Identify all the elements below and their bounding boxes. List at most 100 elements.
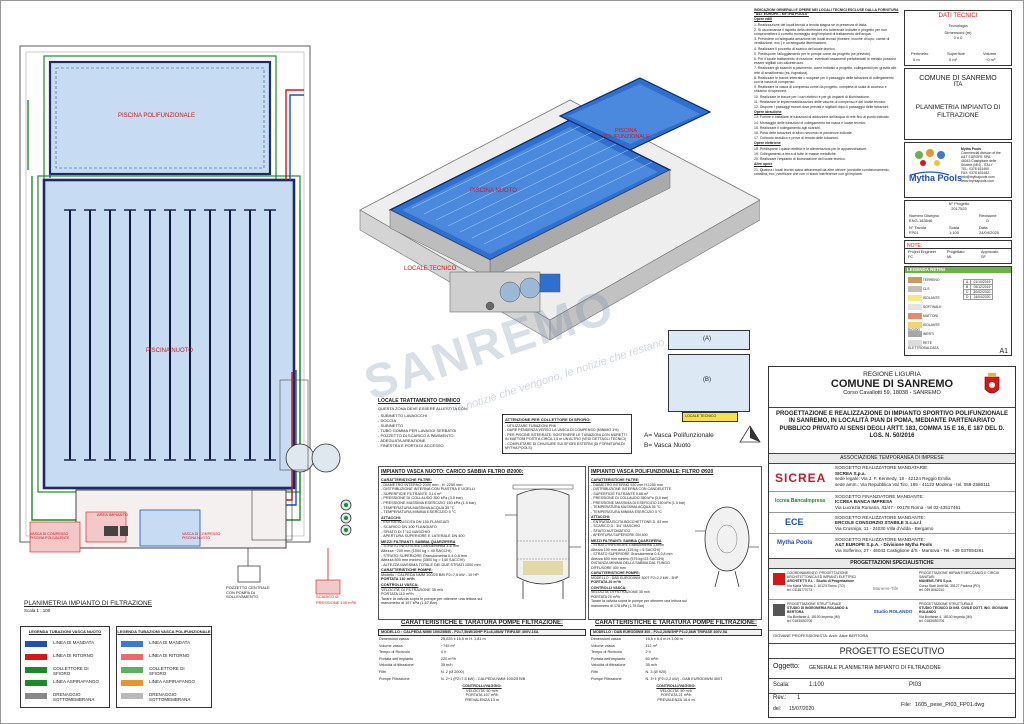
region-header: REGIONE LIGURIA COMUNE DI SANREMO Corso … — [769, 367, 1015, 408]
notes-item: 16. Posa delle tubazioni di sfioro secon… — [754, 131, 853, 136]
retino-row: TERRENO — [908, 277, 952, 286]
retino-row: ISOLANTE RIGIDO — [908, 322, 940, 332]
pool-polyfunctional — [48, 60, 272, 176]
filter-small-char: - SUPERFICIE FILTRANTE 0.66 m² — [591, 491, 649, 496]
spec-row-1: COORDINAMENTO, PROGETTAZIONE ARCHITETTON… — [769, 569, 1015, 600]
comune-address: Corso Cavallotti 59, 18038 - SANREMO — [843, 390, 941, 396]
key-plan-a: (A) — [668, 330, 750, 350]
pump-table-small-title: CARATTERISTICHE E TARATURA POMPE FILTRAZ… — [595, 620, 757, 626]
notes-civil-title: Opere edili — [754, 17, 773, 22]
scarico-label: SCARICO Ø — [316, 594, 339, 599]
retino-row: CLS — [908, 286, 952, 295]
structural-logo-icon — [773, 604, 785, 616]
table-row: Volume vasca~745 m³ — [379, 643, 455, 648]
key-plan: (A) (B) LOCALE TECNICO A= Vasca Polifunz… — [644, 328, 760, 458]
filter-small-media: - STRATO SUPERIORE Granulometria 0,4-0,8… — [591, 552, 673, 556]
pump-table-small-controls-title: CONTROLLI/VAGGIO: — [656, 684, 696, 689]
spec-2-tel: tel. 049 8062210 — [919, 587, 945, 592]
sicrea-logo: SICREA — [775, 471, 827, 485]
data-box-tecnologia: Tecnologia — [948, 23, 968, 28]
brand-name: Mytha Pools — [909, 173, 963, 183]
chem-room-item: - SUBINETTO — [378, 423, 404, 428]
tavola-value: FP01 — [909, 230, 919, 235]
rolando-logo: Studio ROLANDO — [873, 609, 913, 614]
filter-big-media: - STRATO INFERIORE Granulometria 3-6 mm — [381, 544, 460, 549]
sicrea-name: SICREA S.p.a. — [835, 470, 866, 476]
spec-2-name: MANENS-TIFS S.p.a. — [919, 579, 953, 584]
filter-big-control: PORTATA 110 m³/h — [381, 592, 414, 597]
pump-table-small-control: VELOCITA' 50 m/h — [660, 688, 692, 693]
approved-value: SF — [981, 254, 986, 259]
filter-big-control: Tarare la valvola sopra le pompe per ott… — [381, 596, 483, 601]
notes-item: 7. Realizzare gli scarichi a pavimento, … — [754, 66, 897, 75]
chem-room-item: - DOCCIA — [378, 418, 396, 423]
client-name: COMUNE DI SANREMO — [919, 75, 997, 82]
filter-small-char: - PRESSIONE MASSIMA DI ESERCIZIO 150 kPa… — [591, 500, 686, 505]
spec-2-title: PROGETTAZIONE IMPIANTI MECCANICI E CIRCU… — [919, 571, 1000, 580]
filter-small-control: Tarare la valvola sopra le pompe per ott… — [591, 599, 687, 603]
filter-big-drawing — [505, 484, 581, 599]
filter-small-char: - TEMPERATURA MINIMA ESERCIZIO 5 °C — [591, 509, 662, 514]
chem-room-item: - TUBO GOMMA PER LAVAGGI SERBATOI — [378, 428, 457, 433]
legend-swim-row: LINEA DI RITORNO — [25, 652, 105, 662]
filter-small-media: DIFFUSORE 400 mm — [591, 565, 626, 570]
ercole-logo: ECE — [785, 517, 804, 527]
filter-small-controls-title: CONTROLLI VASCA: — [591, 585, 627, 590]
chem-room-item: - POZZETTO DI SCARICO A PAVIMENTO — [378, 433, 454, 438]
spec-2-address: Corso Stati Uniti 56, 35127 Padova (PD) — [919, 583, 980, 588]
notes-item: 18. Predisporre i quadri elettrici e le … — [754, 146, 868, 151]
legend-swim-title: LEGENDA TUBAZIONI VASCA NUOTO — [28, 629, 102, 634]
spec-4-tel: tel. 0183/650706 — [919, 618, 945, 623]
filter-big-spec: IMPIANTO VASCA NUOTO: CARICO SABBIA FILT… — [378, 466, 586, 620]
notes-item: 13. Fornire e installare le tubazioni di… — [754, 115, 890, 120]
compensation-tank-swim-label: VASCA DI COMPENSO PISCINA NUOTO — [182, 532, 221, 540]
filter-big-attach-title: ATTACCHI: — [381, 515, 402, 520]
data-box-perimetro-label: Perimetro — [911, 51, 929, 56]
tav-value: PI03 — [909, 682, 922, 688]
legend-swim-row: COLLETTORE DI SFIORO — [25, 665, 105, 676]
pump-table-small-control: PORTATA 21 m³/h — [660, 693, 692, 698]
general-notes: INDICAZIONI GENERALI E OPERE NEI LOCALI … — [754, 8, 900, 354]
progetto-label: N° Progetto — [948, 201, 970, 206]
attention-note: ATTENZIONE PER COLLETTORE DI SFIORO: - U… — [502, 414, 632, 454]
key-plan-b-label: (B) — [703, 377, 711, 383]
notes-item: 3. Prevedere un'adeguata aerazione dei l… — [754, 37, 890, 46]
client-country: ITA — [953, 82, 963, 88]
filter-small-spec: IMPIANTO VASCA POLIFUNZIONALE: FILTRO Ø9… — [588, 466, 762, 620]
oggetto-label: Oggetto: — [773, 663, 800, 670]
attention-title: ATTENZIONE PER COLLETTORE DI SFIORO: — [505, 417, 591, 422]
sicrea-address-2: sede amm.: Via Repubblica Val Tiro, 165 … — [835, 481, 991, 487]
coat-of-arms-icon — [984, 373, 1000, 394]
tavola-label: N° Tavola — [909, 225, 927, 230]
manens-logo: Manens-Tifs — [873, 586, 899, 591]
ercole-row: ECE SOGGETTO REALIZZATORE MANDANTE: ERCO… — [769, 513, 1015, 534]
filter-big-media: Altezza ~200 mm (1000 kg = 40 SACCHI) — [381, 548, 452, 553]
filter-big-attach: - APERTURA SUPERIORE E LATERALE DN 400 — [381, 534, 465, 539]
title-block: REGIONE LIGURIA COMUNE DI SANREMO Corso … — [768, 366, 1016, 718]
filter-small-char: - TEMPERATURA MASSIMA ACQUA 35 °C — [591, 505, 661, 509]
filter-small-flow: PORTATA 20 m³/h — [591, 580, 622, 584]
engineer-value: FC — [908, 254, 914, 259]
compensation-tank-poly-label: VASCA DI COMPENSO PISCINA POLIVALENTE — [30, 532, 70, 540]
client-block: COMUNE DI SANREMO ITA PLANIMETRIA IMPIAN… — [904, 68, 1012, 140]
filter-small-media: - STRATO INFERIORE Granulometria 3-6mm — [591, 543, 664, 547]
ercole-title: SOGGETTO REALIZZATORE MANDANTE: — [835, 515, 925, 520]
filter-big-char: - DIAMETRO INTERNO 2000 mm - H. 2250 mm — [381, 482, 463, 487]
mytha-name: A&T EUROPE S.p.A. - Divisione Mytha Pool… — [835, 542, 933, 548]
ercole-address: Via Crusnigo, 11 - 24030 Villa d'Adda - … — [835, 525, 934, 531]
swim-lanes — [69, 210, 271, 460]
attention-item: - PER PISCINE INTERRATE: SOSTENERE LE TU… — [505, 432, 627, 442]
client-project: PLANIMETRIA IMPIANTO DI FILTRAZIONE — [915, 104, 1001, 119]
pump-table-big-controls-title: CONTROLLI/VAGGIO: — [462, 684, 502, 689]
brand-address-line: TEL: 0376 631460 — [961, 167, 989, 171]
filter-big-char: - TEMPERATURA MINIMA ESERCIZIO 5 °C — [381, 510, 457, 515]
scala-label: Scala — [949, 225, 960, 230]
